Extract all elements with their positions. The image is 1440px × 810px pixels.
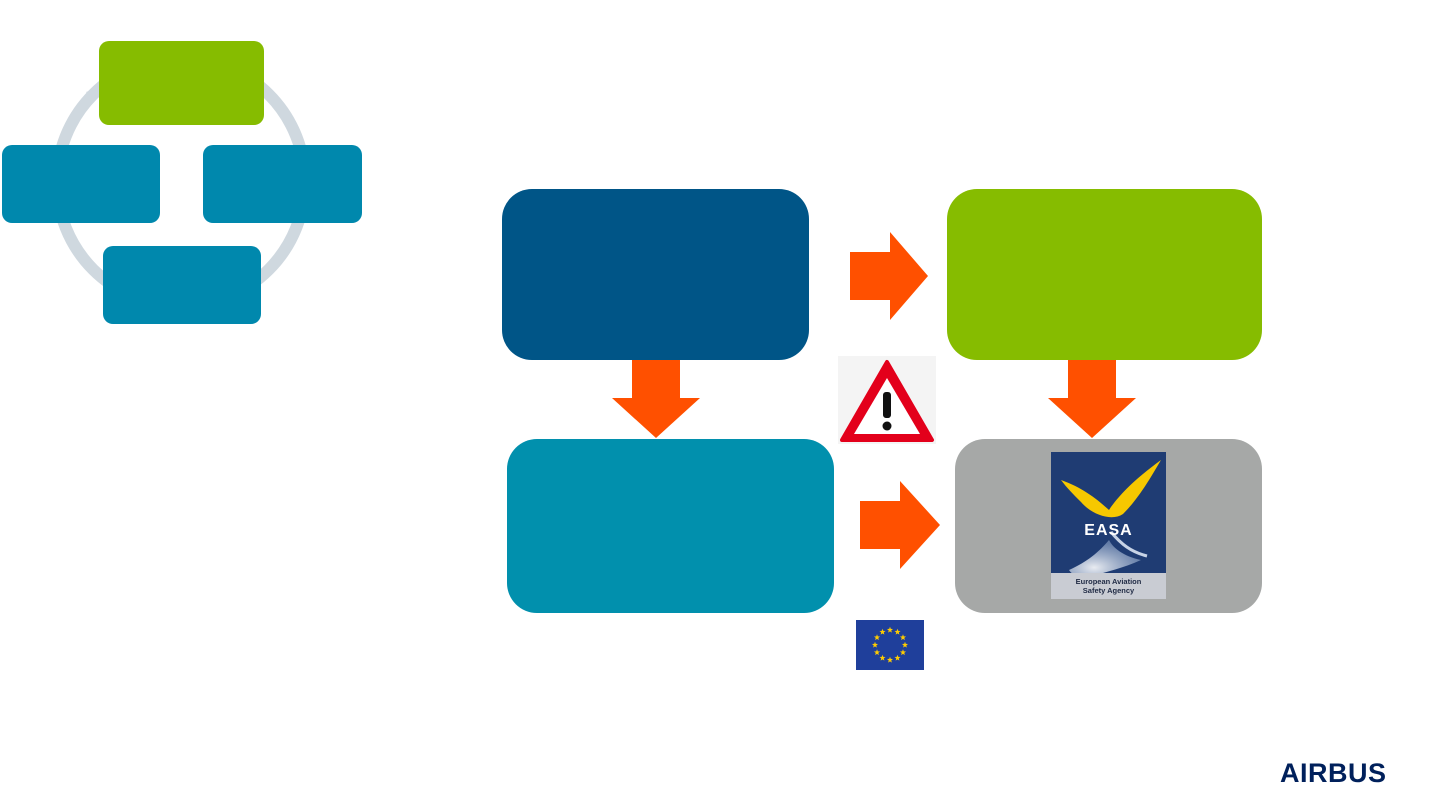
eu-stars	[871, 626, 909, 663]
easa-caption-line1: European Aviation	[1075, 577, 1142, 586]
eu-star	[886, 656, 894, 663]
eu-star	[879, 628, 886, 635]
eu-star	[871, 641, 879, 648]
cycle-box-right	[203, 145, 362, 223]
eu-star	[873, 649, 881, 656]
eu-star	[879, 654, 886, 661]
easa-wordmark: EASA	[1084, 522, 1133, 539]
warning-triangle-icon	[838, 356, 936, 444]
easa-caption: European Aviation Safety Agency	[1051, 573, 1166, 599]
cycle-box-left	[2, 145, 160, 223]
eu-star	[873, 634, 881, 641]
easa-logo: EASA European Aviation Safety Agency	[1051, 452, 1166, 599]
eu-star	[899, 634, 907, 641]
eu-star	[894, 654, 901, 661]
flow-box-top-left	[502, 189, 809, 360]
eu-flag	[856, 620, 924, 670]
flow-box-bottom-left	[507, 439, 834, 613]
cycle-box-bottom	[103, 246, 261, 324]
eu-star	[886, 626, 894, 633]
orange-arrow-down-left	[612, 360, 700, 438]
orange-arrow-right-top	[850, 232, 928, 320]
orange-arrow-right-bottom	[860, 481, 940, 569]
eu-star	[899, 649, 907, 656]
easa-caption-line2: Safety Agency	[1082, 586, 1135, 595]
orange-arrow-down-right	[1048, 360, 1136, 438]
eu-star	[894, 628, 901, 635]
eu-star	[901, 641, 909, 648]
bird-icon	[1061, 460, 1161, 577]
airbus-logo: AIRBUS	[1280, 758, 1387, 788]
cycle-box-top	[99, 41, 264, 125]
flow-box-top-right	[947, 189, 1262, 360]
